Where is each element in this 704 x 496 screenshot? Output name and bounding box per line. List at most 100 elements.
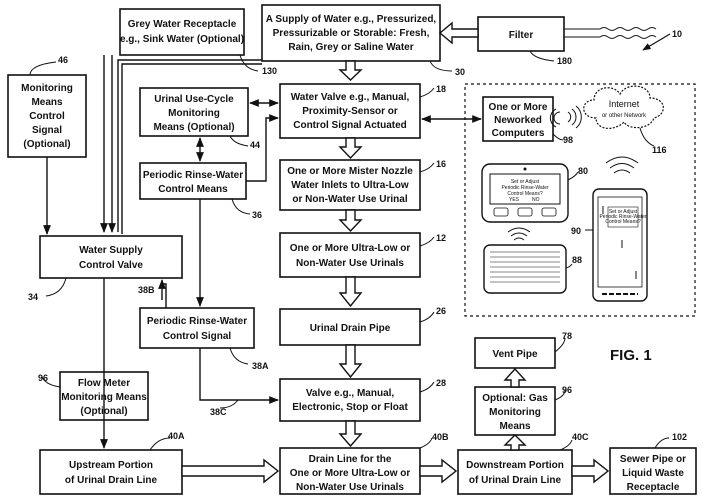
svg-text:One or More Mister Nozzle: One or More Mister Nozzle [287, 166, 413, 177]
svg-text:Control Means?: Control Means? [605, 219, 641, 225]
ref-18: 18 [436, 84, 446, 94]
ref-130: 130 [262, 66, 277, 76]
svg-text:Set or Adjust: Set or Adjust [609, 209, 638, 215]
box-urinal-use-cycle-monitoring: Urinal Use-Cycle Monitoring Means (Optio… [139, 87, 249, 137]
box-filter: Filter [477, 16, 565, 52]
svg-text:Filter: Filter [509, 30, 534, 41]
flow-arrow-drain-pipe-to-valve [338, 344, 363, 379]
ref-28: 28 [436, 378, 446, 388]
pipe-supply-to-control-valve [117, 59, 262, 234]
svg-text:of Urinal Drain Line: of Urinal Drain Line [65, 475, 158, 486]
box-gas-monitoring: Optional: Gas Monitoring Means [474, 386, 556, 436]
svg-text:Means: Means [499, 421, 531, 432]
ref-44: 44 [250, 140, 260, 150]
svg-text:of Urinal Drain Line: of Urinal Drain Line [469, 475, 562, 486]
ref-36: 36 [252, 210, 262, 220]
flow-arrow-urinals-to-drain-pipe [338, 276, 363, 308]
svg-text:Control Signal: Control Signal [163, 331, 232, 342]
wifi-signal-icon [549, 108, 561, 128]
box-periodic-rinse-water-control-means: Periodic Rinse-Water Control Means [139, 162, 247, 200]
svg-text:Non-Water Use Urinals: Non-Water Use Urinals [296, 258, 404, 269]
svg-text:Control Valve: Control Valve [79, 260, 143, 271]
box-valve-stop-or-float: Valve e.g., Manual, Electronic, Stop or … [279, 378, 421, 422]
flow-arrow-valve-to-mister [338, 137, 363, 160]
svg-text:Liquid Waste: Liquid Waste [622, 468, 684, 479]
signal-rinse-means-to-valve [246, 114, 279, 182]
svg-text:YES: YES [509, 197, 520, 203]
box-supply: A Supply of Water e.g., Pressurized, Pre… [261, 4, 441, 62]
wifi-signal-icon [605, 156, 639, 174]
ref-30: 30 [455, 67, 465, 77]
network-group-boundary [464, 83, 696, 317]
box-water-supply-control-valve: Water Supply Control Valve [39, 235, 183, 279]
flow-arrow-drain-line-to-downstream [419, 458, 458, 484]
pipe-grey-to-valve [100, 55, 116, 233]
box-upstream-drain-line: Upstream Portion of Urinal Drain Line [39, 449, 183, 495]
svg-text:Receptacle: Receptacle [627, 482, 680, 493]
svg-text:Drain Line for the: Drain Line for the [309, 454, 392, 465]
ref-38A: 38A [252, 361, 269, 371]
svg-text:Control Means: Control Means [158, 184, 228, 195]
svg-text:10: 10 [672, 29, 682, 39]
svg-text:Signal: Signal [32, 125, 62, 136]
wifi-signal-icon [567, 105, 582, 129]
ref-12: 12 [436, 233, 446, 243]
flow-arrow-gas-to-vent [503, 367, 527, 388]
ref-78: 78 [562, 331, 572, 341]
svg-text:Periodic Rinse-Water: Periodic Rinse-Water [501, 185, 548, 191]
svg-text:A Supply of Water e.g., Pressu: A Supply of Water e.g., Pressurized, [266, 14, 437, 25]
ref-38B: 38B [138, 285, 155, 295]
ref-96-gas: 96 [562, 385, 572, 395]
cloud-label-network: or other Network [602, 113, 647, 119]
svg-text:Set or Adjust: Set or Adjust [511, 179, 540, 185]
svg-text:Control Means?: Control Means? [507, 191, 543, 197]
box-water-valve: Water Valve e.g., Manual, Proximity-Sens… [279, 83, 421, 139]
box-periodic-rinse-water-control-signal: Periodic Rinse-Water Control Signal [139, 307, 255, 349]
box-mister-nozzle-inlets: One or More Mister Nozzle Water Inlets t… [279, 159, 421, 211]
svg-text:Non-Water Use Urinals: Non-Water Use Urinals [296, 482, 404, 493]
svg-text:or Non-Water Use Urinal: or Non-Water Use Urinal [292, 194, 407, 205]
figure-label: FIG. 1 [610, 347, 652, 364]
svg-text:Water Inlets to Ultra-Low: Water Inlets to Ultra-Low [291, 180, 409, 191]
flow-arrow-downstream-to-sewer [571, 458, 610, 484]
svg-text:Means (Optional): Means (Optional) [153, 122, 234, 133]
svg-text:Electronic, Stop or Float: Electronic, Stop or Float [292, 402, 408, 413]
pipe-inlet-line [564, 27, 657, 39]
svg-text:Water Valve e.g., Manual,: Water Valve e.g., Manual, [291, 92, 410, 103]
svg-text:Optional: Gas: Optional: Gas [482, 393, 548, 404]
box-monitoring-means-control-signal: Monitoring Means Control Signal (Optiona… [7, 74, 87, 158]
svg-text:Periodic Rinse-Water: Periodic Rinse-Water [599, 214, 646, 220]
box-sewer-pipe: Sewer Pipe or Liquid Waste Receptacle [609, 447, 697, 495]
ref-40B: 40B [432, 432, 449, 442]
svg-text:One or More Ultra-Low or: One or More Ultra-Low or [290, 243, 411, 254]
flow-arrow-filter-to-supply [438, 21, 479, 45]
svg-text:Pressurizable or Storable: Fre: Pressurizable or Storable: Fresh, [273, 28, 430, 39]
box-urinal-drain-pipe: Urinal Drain Pipe [279, 308, 421, 346]
svg-text:Water Supply: Water Supply [79, 245, 143, 256]
svg-text:Monitoring: Monitoring [168, 108, 220, 119]
svg-text:e.g., Sink Water (Optional): e.g., Sink Water (Optional) [120, 34, 244, 45]
svg-text:One or More: One or More [489, 102, 548, 113]
ref-40A: 40A [168, 431, 185, 441]
flow-arrow-downstream-to-gas [503, 434, 527, 451]
box-vent-pipe: Vent Pipe [474, 337, 556, 369]
svg-text:Proximity-Sensor or: Proximity-Sensor or [302, 106, 398, 117]
ref-180: 180 [557, 56, 572, 66]
svg-text:Urinal Drain Pipe: Urinal Drain Pipe [310, 323, 391, 334]
svg-text:One or More Ultra-Low or: One or More Ultra-Low or [290, 468, 411, 479]
svg-text:Control Signal Actuated: Control Signal Actuated [293, 120, 407, 131]
ref-34: 34 [28, 292, 38, 302]
control-panel-device-icon: Set or Adjust Periodic Rinse-Water Contr… [481, 163, 569, 223]
svg-text:Neworked: Neworked [494, 115, 542, 126]
svg-text:Vent Pipe: Vent Pipe [492, 349, 537, 360]
flow-arrow-mister-to-urinals [338, 209, 363, 233]
svg-text:Control: Control [29, 111, 65, 122]
box-downstream-drain-line: Downstream Portion of Urinal Drain Line [457, 449, 573, 495]
svg-text:Urinal Use-Cycle: Urinal Use-Cycle [154, 94, 234, 105]
ref-98: 98 [563, 135, 573, 145]
network-cloud-icon: Internet or other Network [583, 85, 664, 129]
svg-text:Periodic Rinse-Water: Periodic Rinse-Water [147, 316, 247, 327]
svg-text:Grey Water Receptacle: Grey Water Receptacle [128, 19, 237, 30]
mobile-device-icon: Set or Adjust Periodic Rinse-Water Contr… [592, 188, 648, 302]
